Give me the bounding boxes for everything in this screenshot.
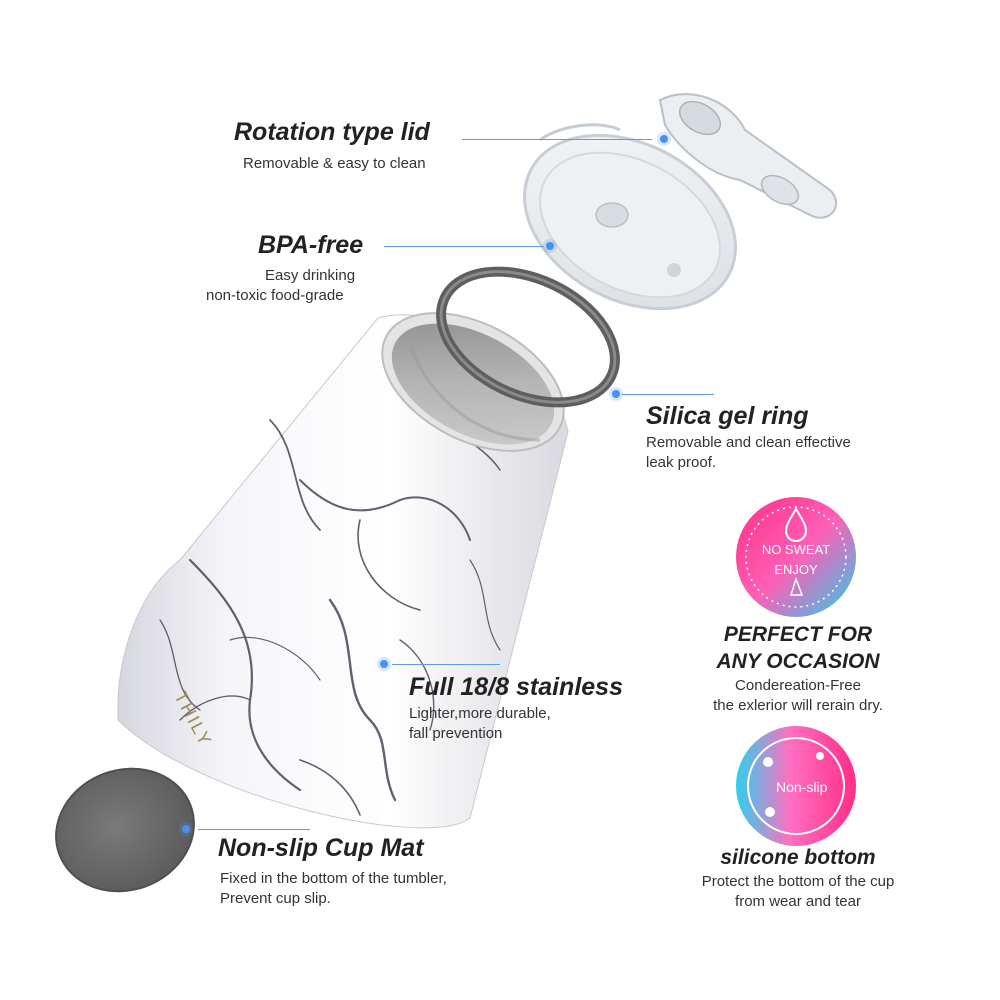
silicone-desc-1: Protect the bottom of the cup [701,873,895,890]
mat-desc-2: Prevent cup slip. [220,890,331,907]
enjoy-badge-text: ENJOY [774,562,818,577]
bpa-desc-1: Easy drinking [265,267,356,284]
lid-marker-dot [660,135,668,143]
lid-desc-1: Removable & easy to clean [243,155,426,172]
bpa-desc-2: non-toxic food-grade [206,287,344,304]
rotation-lid [523,93,837,311]
bpa-marker-dot [546,242,554,250]
occasion-title-1: PERFECT FOR [723,623,873,646]
mat-title: Non-slip Cup Mat [218,834,424,862]
silica-gel-ring [436,266,620,408]
mat-desc-1: Fixed in the bottom of the tumbler, [220,870,447,887]
bpa-leader-line [384,246,544,247]
bpa-callout: BPA-free Easy drinking non-toxic food-gr… [206,231,363,306]
lid-leader-line [462,139,652,140]
steel-leader-line [392,664,500,665]
ring-desc-2: leak proof. [646,454,717,471]
mat-leader-line [198,829,310,830]
mat-marker-dot [182,825,190,833]
steel-desc-1: Lighter,more durable, [409,705,551,722]
ring-desc-1: Removable and clean effective [646,434,851,451]
ring-callout: Silica gel ring Removable and clean effe… [646,402,851,473]
steel-marker-dot [380,660,388,668]
ring-marker-dot [612,390,620,398]
tumbler-body [117,312,569,829]
occasion-desc-2: the exlerior will rerain dry. [713,697,883,714]
steel-callout: Full 18/8 stainless Lighter,more durable… [409,673,623,744]
steel-desc-2: fall prevention [409,725,503,742]
steel-title: Full 18/8 stainless [409,673,623,701]
bpa-title: BPA-free [258,231,364,259]
silicone-desc-2: from wear and tear [735,893,861,910]
cup-mat [55,767,195,893]
occasion-block: PERFECT FOR ANY OCCASION Condereation-Fr… [680,623,916,716]
mat-callout: Non-slip Cup Mat Fixed in the bottom of … [218,834,447,909]
non-slip-badge-text: Non-slip [776,779,828,795]
occasion-title-2: ANY OCCASION [716,650,880,673]
lid-title: Rotation type lid [234,118,430,146]
silicone-block: silicone bottom Protect the bottom of th… [680,846,916,912]
ring-leader-line [622,394,714,395]
non-slip-badge [736,726,856,846]
lid-callout: Rotation type lid Removable & easy to cl… [234,118,430,174]
occasion-desc-1: Condereation-Free [735,677,861,694]
no-sweat-badge-text: NO SWEAT [761,542,831,557]
silicone-title: silicone bottom [720,846,876,869]
ring-title: Silica gel ring [646,402,809,430]
no-sweat-badge [736,497,856,617]
